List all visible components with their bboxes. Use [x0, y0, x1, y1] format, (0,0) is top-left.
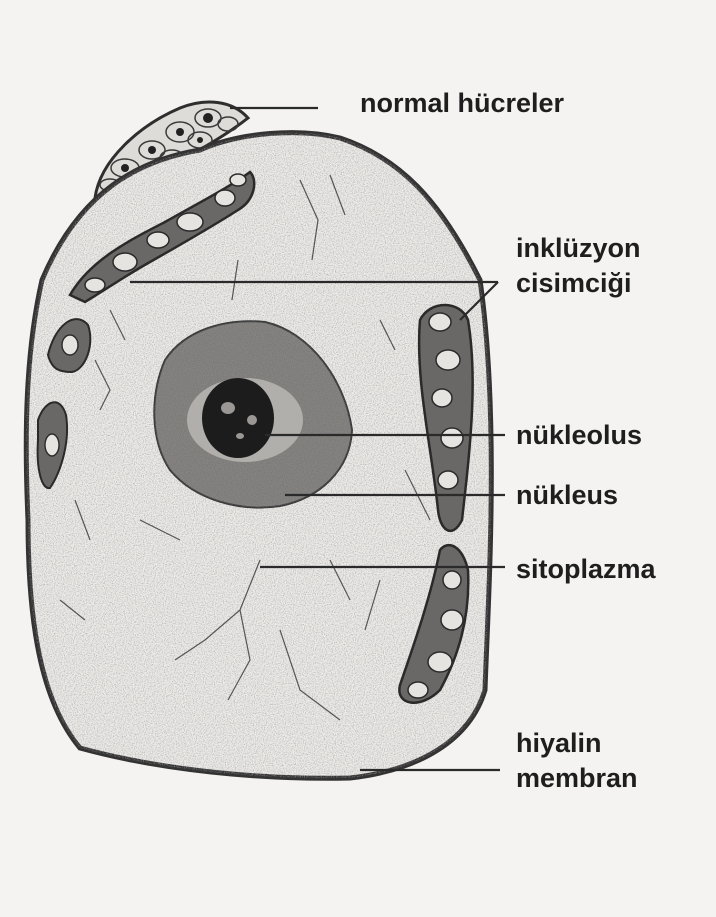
- label-cytoplasm: sitoplazma: [516, 554, 657, 584]
- nucleolus: [202, 378, 274, 458]
- label-nucleus: nükleus: [516, 480, 618, 510]
- label-nucleolus: nükleolus: [516, 420, 642, 450]
- label-normal-cells: normal hücreler: [360, 88, 565, 118]
- label-hyaline-line2: membran: [516, 763, 638, 793]
- label-inclusion-line2: cisimciği: [516, 268, 632, 298]
- label-inclusion-line1: inklüzyon: [516, 233, 641, 263]
- label-hyaline-line1: hiyalin: [516, 728, 602, 758]
